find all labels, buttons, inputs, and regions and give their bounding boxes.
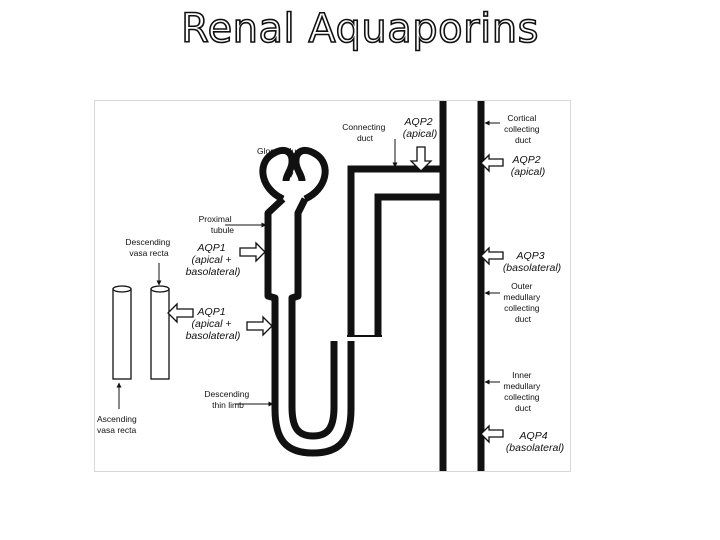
aqp1-tubule-label: AQP1 (apical + basolateral)	[186, 242, 241, 278]
ascending-vasa-recta-vessel	[112, 285, 132, 380]
aqp1-tubule-lower-arrow	[246, 315, 273, 337]
outer-medullary-collecting-duct-label: Outer medullary collecting duct	[503, 281, 542, 324]
aqp4-arrow	[480, 424, 504, 444]
inner-medullary-collecting-duct-label: Inner medullary collecting duct	[503, 370, 542, 413]
aqp4-label: AQP4 (basolateral)	[506, 430, 564, 454]
nephron-diagram: Glomerulus Proximal tubule Connecting du…	[94, 100, 571, 472]
collecting-duct	[439, 101, 485, 471]
connecting-duct-label: Connecting duct	[342, 122, 387, 143]
aqp1-vasa-arrow	[167, 302, 194, 324]
descending-vasa-recta-vessel	[150, 285, 170, 380]
aqp2-top-arrow	[409, 146, 433, 172]
nephron-tubule	[259, 146, 355, 457]
aqp3-label: AQP3 (basolateral)	[503, 250, 561, 274]
aqp1-tubule-top-arrow	[239, 241, 266, 263]
descending-thin-limb-label: Descending thin limb	[204, 389, 251, 410]
nephron-diagram-svg: Glomerulus Proximal tubule Connecting du…	[97, 101, 564, 471]
ascending-vasa-recta-label: Ascending vasa recta	[97, 414, 139, 435]
cortical-collecting-duct-label: Cortical collecting duct	[504, 113, 542, 145]
aqp3-arrow	[480, 246, 504, 266]
aqp2-apical-top-label: AQP2 (apical)	[403, 116, 437, 140]
glomerulus-label: Glomerulus	[257, 146, 300, 156]
connecting-duct	[347, 165, 443, 337]
aqp2-apical-right-label: AQP2 (apical)	[511, 154, 545, 178]
proximal-tubule-label: Proximal tubule	[199, 214, 235, 235]
slide-title: Renal Aquaporins	[180, 5, 539, 53]
descending-vasa-recta-label: Descending vasa recta	[125, 237, 172, 258]
aqp1-vasa-label: AQP1 (apical + basolateral)	[186, 306, 241, 342]
aqp2-right-arrow	[480, 153, 504, 173]
